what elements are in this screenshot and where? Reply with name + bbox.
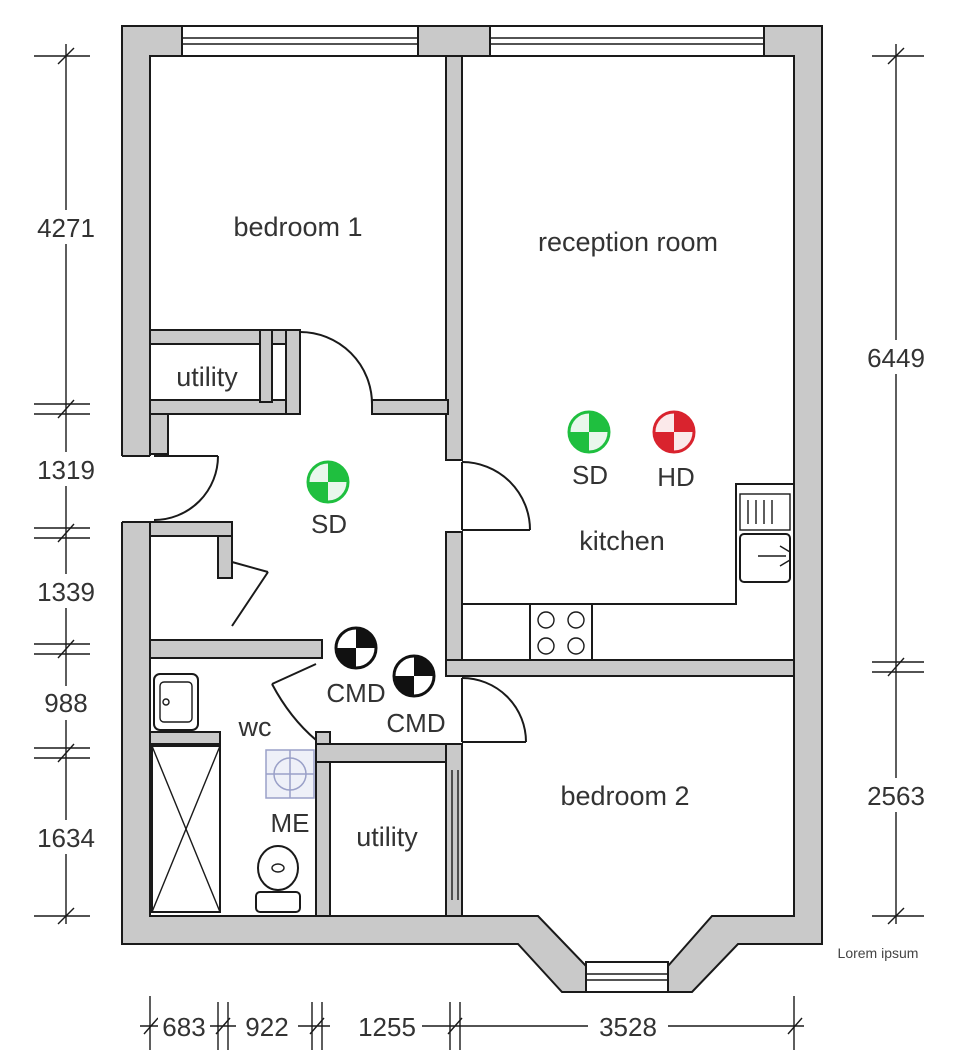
co-detector-icon	[334, 626, 378, 670]
door-cupboard	[231, 561, 269, 627]
room-label-wc: wc	[238, 712, 272, 742]
smoke-detector-icon	[306, 460, 350, 504]
dim-bottom-4: 3528	[599, 1012, 657, 1042]
room-label-bedroom-1: bedroom 1	[233, 212, 362, 242]
dim-left-4: 988	[44, 688, 87, 718]
room-label-reception: reception room	[538, 227, 718, 257]
dim-bottom-2: 922	[245, 1012, 288, 1042]
door-wc	[271, 663, 317, 741]
room-label-bedroom-2: bedroom 2	[560, 781, 689, 811]
co-detector-icon	[392, 654, 436, 698]
dim-bottom-3: 1255	[358, 1012, 416, 1042]
door-bedroom-1	[299, 331, 373, 405]
room-label-kitchen: kitchen	[579, 526, 665, 556]
toilet	[255, 845, 301, 913]
dim-left-1: 4271	[37, 213, 95, 243]
label-me: ME	[271, 808, 310, 838]
wc-basin	[153, 673, 199, 731]
dim-bottom-1: 683	[162, 1012, 205, 1042]
shower-tray	[151, 745, 221, 913]
dim-left-5: 1634	[37, 823, 95, 853]
label-cmd-1: CMD	[326, 678, 385, 708]
window-bay	[585, 961, 669, 993]
dimension-bottom	[140, 996, 804, 1050]
entrance-door	[118, 455, 219, 523]
label-sd-hall: SD	[311, 509, 347, 539]
window-top-left	[181, 25, 419, 57]
label-hd-kitchen: HD	[657, 462, 695, 492]
room-label-utility-top: utility	[176, 362, 238, 392]
dimension-left	[26, 44, 104, 925]
smoke-detector-icon	[567, 410, 611, 454]
door-utility-bottom	[451, 770, 459, 900]
interior-walls	[149, 55, 795, 917]
dim-left-2: 1319	[37, 455, 95, 485]
door-bedroom-2	[461, 677, 527, 743]
label-sd-kitchen: SD	[572, 460, 608, 490]
kitchen-sink	[739, 493, 791, 583]
outer-wall	[121, 25, 823, 993]
window-top-right	[489, 25, 765, 57]
heat-detector-icon	[652, 410, 696, 454]
door-reception	[461, 461, 531, 531]
kitchen-worktop	[462, 483, 794, 661]
meter-icon	[265, 749, 315, 799]
room-label-utility-bottom: utility	[356, 822, 418, 852]
dim-right-1: 6449	[867, 343, 925, 373]
dim-right-2: 2563	[867, 781, 925, 811]
label-cmd-2: CMD	[386, 708, 445, 738]
dim-left-3: 1339	[37, 577, 95, 607]
dimension-right	[856, 44, 936, 925]
watermark: Lorem ipsum	[838, 945, 919, 961]
